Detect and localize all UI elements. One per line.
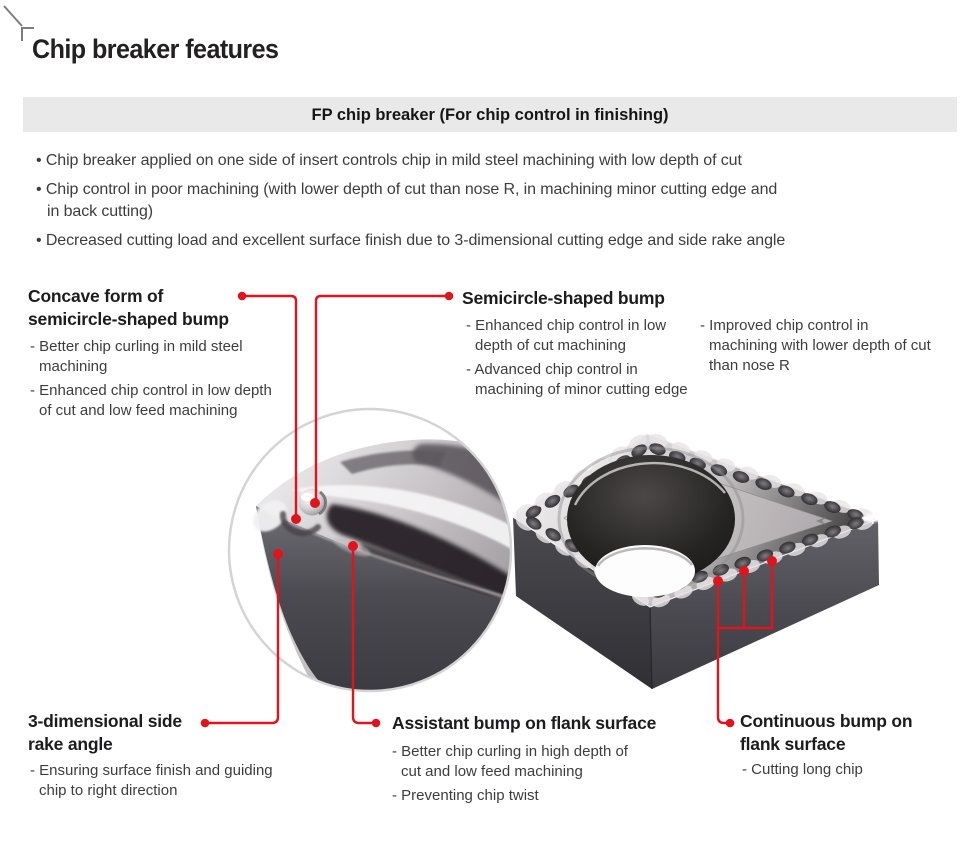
callout-item: - Preventing chip twist <box>392 787 539 804</box>
insert-photo <box>511 433 884 690</box>
callout-item: - Advanced chip control in machining of … <box>466 361 688 398</box>
crop-mark-icon <box>3 5 34 41</box>
connector-rake <box>203 555 280 725</box>
callout-title-semicircle: Semicircle-shaped bump <box>462 288 665 308</box>
callout-dot <box>739 566 749 576</box>
callout-dot <box>713 576 723 586</box>
bullet-item: • Chip breaker applied on one side of in… <box>36 152 742 169</box>
banner-title: FP chip breaker (For chip control in fin… <box>311 104 669 124</box>
callout-title-assistant: Assistant bump on flank surface <box>392 713 657 733</box>
callout-items-improved: - Improved chip control in machining wit… <box>700 316 960 380</box>
callout-dot <box>291 514 301 524</box>
intro-bullets: • Chip breaker applied on one side of in… <box>36 150 785 259</box>
callout-item: - Improved chip control in machining wit… <box>700 317 931 374</box>
connector-semicircle <box>314 294 451 502</box>
insert-body-right-face <box>650 519 879 689</box>
callout-item: - Enhanced chip control in low depth of … <box>466 317 667 354</box>
magnifier-circle <box>227 407 513 693</box>
callout-title-concave: Concave form of semicircle-shaped bump <box>28 286 229 329</box>
callout-dot <box>444 291 454 301</box>
callout-items-assistant: - Better chip curling in high depth of c… <box>392 742 672 810</box>
callout-dot <box>273 549 283 559</box>
connector-concave <box>240 294 298 518</box>
connector-continuous <box>716 626 728 725</box>
callout-item: - Enhanced chip control in low depth of … <box>30 382 272 419</box>
connector-assistant <box>351 546 373 725</box>
insert-through-hole <box>595 545 695 597</box>
connector-continuous-bracket <box>716 561 774 630</box>
callout-item: - Cutting long chip <box>742 761 863 778</box>
page-title: Chip breaker features <box>32 34 279 64</box>
callout-dot <box>348 541 358 551</box>
callout-dot <box>237 291 247 301</box>
bullet-item: • Chip control in poor machining (with l… <box>36 181 778 220</box>
callout-item: - Better chip curling in high depth of c… <box>392 743 628 780</box>
callout-title-rake: 3-dimensional side rake angle <box>28 711 182 754</box>
callout-title-continuous: Continuous bump on flank surface <box>740 711 913 754</box>
bullet-item: • Decreased cutting load and excellent s… <box>36 232 786 249</box>
section-banner: FP chip breaker (For chip control in fin… <box>23 97 957 132</box>
callout-items-rake: - Ensuring surface finish and guiding ch… <box>30 761 310 805</box>
callout-lines <box>203 294 774 725</box>
callout-item: - Better chip curling in mild steel mach… <box>30 338 243 375</box>
nose-highlight <box>862 512 884 524</box>
magnifier-ring <box>227 407 513 693</box>
callout-dot <box>310 498 320 508</box>
callout-items-continuous: - Cutting long chip <box>742 760 962 784</box>
callout-items-semicircle: - Enhanced chip control in low depth of … <box>466 316 706 404</box>
magnifier-content <box>229 409 511 691</box>
callout-dot <box>200 718 210 728</box>
callout-item: - Ensuring surface finish and guiding ch… <box>30 762 273 799</box>
callout-dot <box>767 556 777 566</box>
callout-dot <box>725 718 735 728</box>
callout-items-concave: - Better chip curling in mild steel mach… <box>30 337 300 425</box>
insert-body-left-face <box>513 517 652 689</box>
callout-dot <box>371 718 381 728</box>
insert-hole <box>567 455 735 583</box>
callout-dots <box>200 291 777 728</box>
